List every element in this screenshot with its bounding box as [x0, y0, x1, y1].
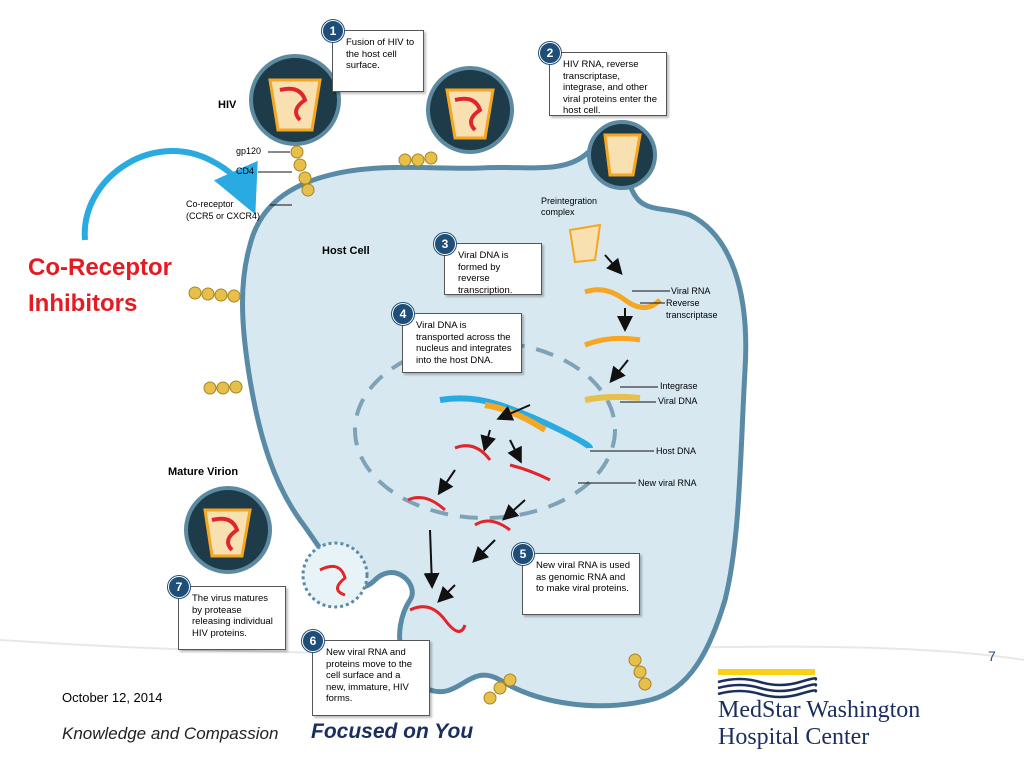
- step-2-box: 2 HIV RNA, reverse transcriptase, integr…: [539, 42, 667, 116]
- callout-line1: Co-Receptor: [28, 254, 173, 281]
- tagline-part2: Focused on You: [311, 720, 474, 743]
- step-5-box: 5 New viral RNA is used as genomic RNA a…: [512, 543, 640, 615]
- label-viral-dna: Viral DNA: [658, 396, 698, 406]
- step-7-box: 7 The virus matures by protease releasin…: [168, 576, 286, 650]
- callout-line2: Inhibitors: [28, 290, 138, 317]
- step-6-text: New viral RNA and proteins move to the c…: [326, 647, 413, 704]
- step-4-text: Viral DNA is transported across the nucl…: [416, 320, 512, 366]
- label-reverse-line1: Reverse: [666, 298, 700, 308]
- brand-name-line1: MedStar Washington: [718, 697, 921, 723]
- label-viral-rna: Viral RNA: [671, 286, 711, 296]
- coreceptor-inhibitors-callout: Co-Receptor Inhibitors: [28, 250, 172, 322]
- step-2-number: 2: [539, 42, 561, 64]
- label-gp120: gp120: [236, 146, 262, 156]
- label-preintegration-line1: Preintegration: [541, 196, 598, 206]
- step-2-text: HIV RNA, reverse transcriptase, integras…: [563, 59, 657, 116]
- step-1-box: 1 Fusion of HIV to the host cell surface…: [322, 20, 424, 92]
- preintegration-complex: [568, 223, 602, 264]
- integrated-viral-dna: [484, 402, 547, 433]
- step-1-number: 1: [322, 20, 344, 42]
- label-leaders: [258, 151, 670, 484]
- label-cd4: CD4: [236, 166, 255, 176]
- reverse-transcript-strand: [584, 335, 641, 348]
- label-preintegration-line2: complex: [541, 207, 575, 217]
- new-rna-1: [454, 444, 492, 461]
- label-host-cell: Host Cell: [322, 245, 370, 257]
- hiv-virion-top-left: [249, 54, 341, 146]
- slide-date: October 12, 2014: [62, 690, 163, 705]
- integrase-strand: [584, 393, 641, 403]
- cd4-receptors: [188, 145, 652, 705]
- step-4-number: 4: [392, 303, 414, 325]
- step-3-box: 3 Viral DNA is formed by reverse transcr…: [434, 233, 542, 296]
- label-new-viral-rna: New viral RNA: [638, 478, 697, 488]
- mature-virion: [184, 486, 272, 574]
- tagline-part1: Knowledge and Compassion: [62, 724, 279, 743]
- label-reverse-line2: transcriptase: [666, 310, 718, 320]
- step-1-text: Fusion of HIV to the host cell surface.: [346, 37, 415, 71]
- step-5-text: New viral RNA is used as genomic RNA and…: [536, 560, 630, 594]
- label-integrase: Integrase: [660, 381, 698, 391]
- medstar-logo-mark: [717, 669, 818, 699]
- step-4-box: 4 Viral DNA is transported across the nu…: [392, 303, 522, 373]
- new-rna-4: [474, 519, 511, 532]
- label-mature-virion: Mature Virion: [168, 466, 239, 478]
- new-rna-2: [509, 463, 551, 482]
- assembling-rna: [409, 605, 467, 633]
- hiv-virion-top-center: [426, 66, 514, 154]
- page-number: 7: [988, 648, 996, 664]
- host-dna-helix: [439, 395, 593, 450]
- label-coreceptor-line2: (CCR5 or CXCR4): [186, 211, 261, 221]
- budding-virion: [301, 541, 369, 609]
- step-5-number: 5: [512, 543, 534, 565]
- viral-rna-strand: [584, 287, 662, 310]
- label-host-dna: Host DNA: [656, 446, 697, 456]
- new-rna-3: [407, 496, 447, 512]
- step-3-text: Viral DNA is formed by reverse transcrip…: [458, 250, 513, 296]
- step-7-text: The virus matures by protease releasing …: [192, 593, 273, 639]
- step-3-number: 3: [434, 233, 456, 255]
- label-coreceptor-line1: Co-receptor: [186, 199, 234, 209]
- label-hiv: HIV: [218, 99, 237, 111]
- pathway-arrows: [423, 254, 633, 603]
- brand-name-line2: Hospital Center: [718, 724, 870, 750]
- step-7-number: 7: [168, 576, 190, 598]
- step-6-box: 6 New viral RNA and proteins move to the…: [302, 630, 430, 716]
- host-cell-membrane: [240, 145, 749, 709]
- step-6-number: 6: [302, 630, 324, 652]
- hiv-virion-entering: [587, 120, 657, 190]
- coreceptor-callout-arrow: [81, 148, 258, 241]
